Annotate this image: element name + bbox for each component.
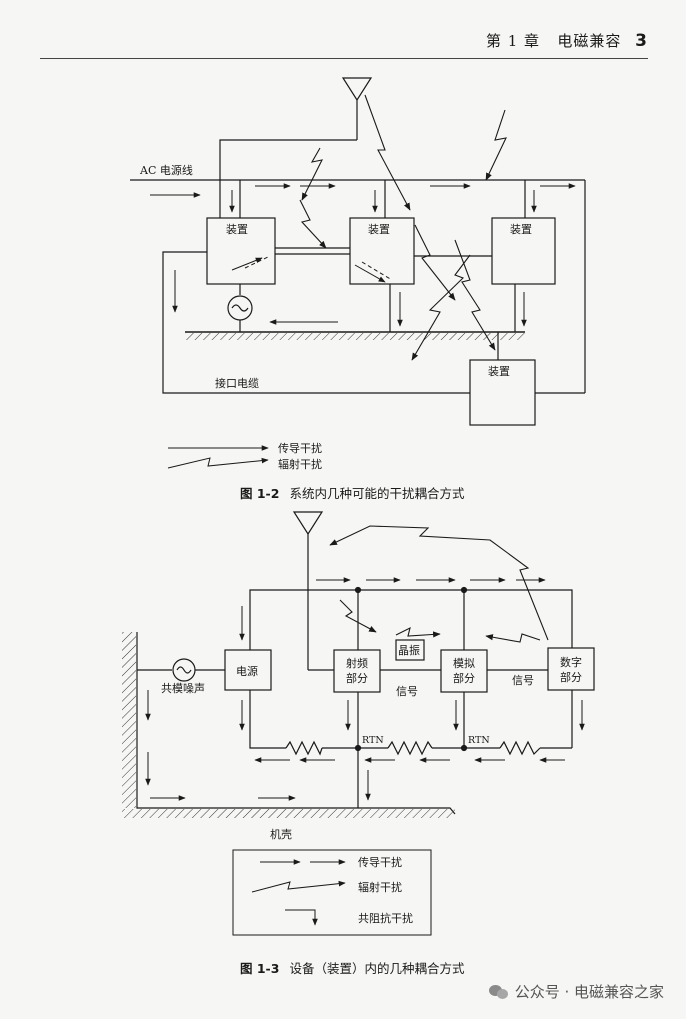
- device-label: 装置: [368, 223, 390, 236]
- caption-label: 图 1-2: [240, 486, 280, 501]
- chapter-title: 电磁兼容: [557, 32, 622, 50]
- figure-1-3-labels: 共模噪声 电源 射频 部分 晶振 模拟 部分 数字 部分 信号 信号 RTN R…: [161, 643, 582, 925]
- rf-label: 部分: [346, 671, 368, 685]
- figure-1-3: [122, 511, 595, 936]
- resistor-icon: [285, 740, 323, 756]
- power-label: 电源: [236, 664, 258, 678]
- device-label: 装置: [226, 223, 248, 236]
- digital-label: 数字: [560, 655, 582, 669]
- resistor-icon: [387, 740, 433, 756]
- rf-block: [333, 649, 381, 693]
- caption-text: 系统内几种可能的干扰耦合方式: [289, 486, 465, 501]
- figure-1-3-caption: 图 1-3 设备（装置）内的几种耦合方式: [240, 958, 464, 977]
- common-noise-label: 共模噪声: [161, 681, 205, 695]
- device-label: 装置: [488, 365, 510, 378]
- page-header: 第 1 章 电磁兼容 3: [40, 28, 648, 59]
- analog-label: 部分: [453, 671, 475, 685]
- digital-block: [547, 647, 595, 691]
- device-label: 装置: [510, 223, 532, 236]
- page-number: 3: [635, 31, 648, 51]
- legend-radiated-label: 辐射干扰: [278, 457, 322, 471]
- legend-common-impedance-label: 共阻抗干扰: [358, 911, 413, 925]
- chapter-label: 第 1 章: [485, 32, 541, 50]
- legend-box: [232, 849, 432, 936]
- crystal-block: [395, 639, 425, 661]
- signal-label: 信号: [396, 685, 418, 698]
- legend-conducted-label: 传导干扰: [358, 855, 402, 869]
- figure-1-2-labels: AC 电源线 装置 装置 装置 装置 接口电缆 传导干扰 辐射干扰: [139, 163, 532, 471]
- rtn-label: RTN: [468, 735, 490, 746]
- caption-text: 设备（装置）内的几种耦合方式: [289, 961, 465, 976]
- wechat-icon: [488, 984, 509, 1000]
- legend-conducted-label: 传导干扰: [278, 441, 322, 455]
- signal-label: 信号: [512, 674, 534, 687]
- cable-label: 接口电缆: [215, 377, 259, 390]
- device-box-2: [349, 217, 415, 285]
- resistor-icon: [499, 740, 541, 756]
- watermark-text: 公众号 · 电磁兼容之家: [514, 983, 664, 1001]
- figure-1-2-caption: 图 1-2 系统内几种可能的干扰耦合方式: [240, 483, 464, 502]
- rf-label: 射频: [346, 656, 368, 670]
- device-box-1: [206, 217, 276, 285]
- chassis-label: 机壳: [270, 827, 292, 841]
- device-box-4: [469, 359, 536, 426]
- running-head: 第 1 章 电磁兼容 3: [486, 30, 648, 51]
- digital-label: 部分: [560, 670, 582, 684]
- power-block: [224, 649, 272, 691]
- caption-label: 图 1-3: [240, 961, 280, 976]
- watermark: 公众号 · 电磁兼容之家: [488, 981, 664, 1002]
- figure-1-2: [130, 77, 586, 469]
- ac-line-label: AC 电源线: [139, 163, 193, 177]
- rtn-label: RTN: [362, 735, 384, 746]
- analog-label: 模拟: [453, 656, 475, 670]
- antenna-icon: [292, 511, 324, 670]
- legend-radiated-label: 辐射干扰: [358, 880, 402, 894]
- device-box-3: [491, 217, 556, 285]
- analog-block: [440, 649, 488, 693]
- antenna-icon: [341, 77, 373, 140]
- crystal-label: 晶振: [398, 643, 420, 657]
